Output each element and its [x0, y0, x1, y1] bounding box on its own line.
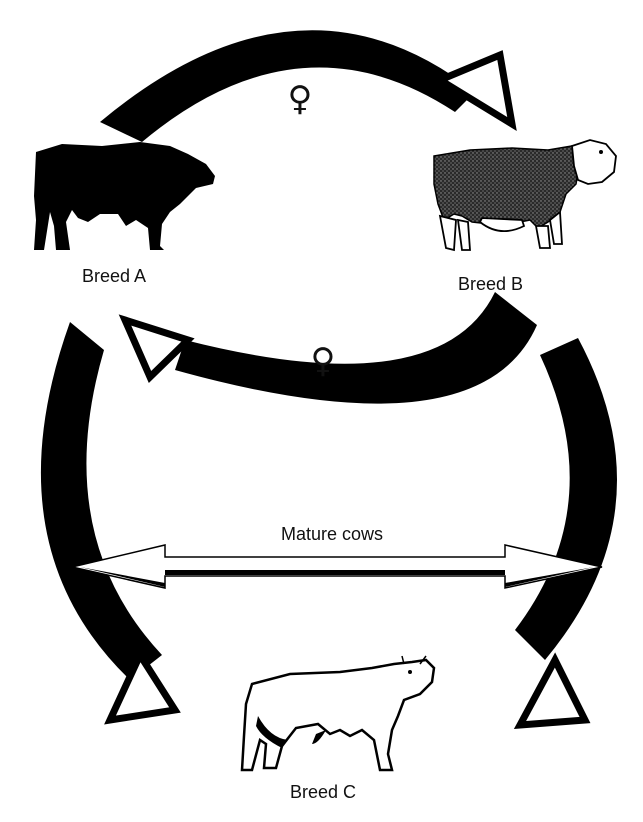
- breed-a-bull-image: [34, 142, 215, 250]
- mature-cows-arrow: [72, 545, 602, 588]
- breed-b-label: Breed B: [458, 274, 523, 294]
- mature-cows-label: Mature cows: [281, 524, 383, 544]
- arrow-b-to-c: [515, 338, 617, 725]
- breed-c-label: Breed C: [290, 782, 356, 802]
- breed-b-bull-image: [434, 140, 616, 250]
- breed-a-label: Breed A: [82, 266, 146, 286]
- breed-c-bull-image: [242, 656, 434, 770]
- female-symbol-top: ♀: [288, 79, 313, 119]
- arrow-a-to-c: [41, 322, 175, 720]
- female-symbol-middle: ♀: [311, 341, 336, 381]
